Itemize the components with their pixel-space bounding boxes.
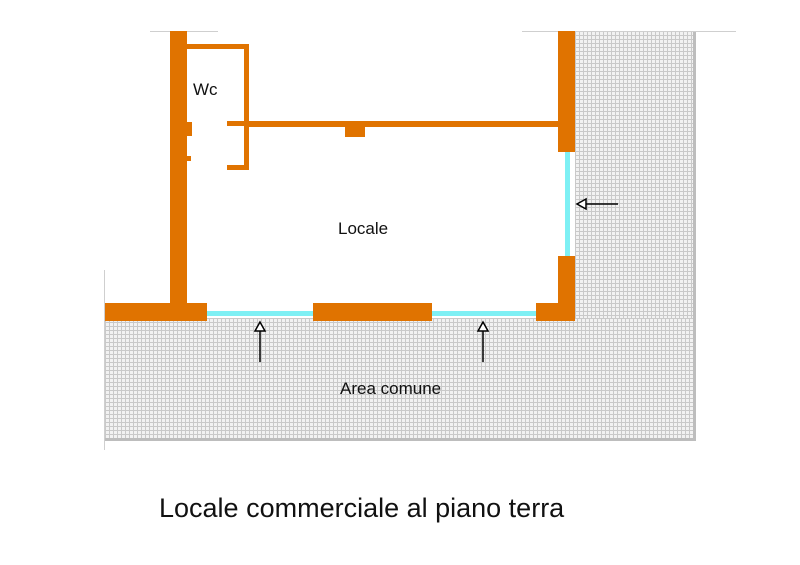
west-wall-notch-1 (187, 122, 192, 136)
west-wall-notch-2 (187, 156, 191, 161)
room-label-common-area: Area comune (340, 379, 442, 398)
plan-title: Locale commerciale al piano terra (159, 493, 565, 523)
south-glazing-left (207, 311, 313, 316)
wc-right-wall (244, 44, 249, 170)
room-label-locale: Locale (338, 219, 389, 238)
interior-partition (244, 121, 562, 127)
west-wall (170, 31, 187, 321)
room-label-wc: Wc (193, 80, 218, 99)
wc-door-jamb-bottom (227, 165, 249, 170)
south-glazing-right (432, 311, 536, 316)
east-wall-upper (558, 31, 575, 152)
common-area-shadow-bottom (105, 438, 696, 441)
entrance-arrow-east-icon (575, 197, 618, 211)
south-wall-right (536, 303, 575, 321)
partition-pillar (345, 121, 365, 137)
wc-door-jamb-top (227, 121, 247, 126)
boundary-line-top-right (522, 31, 736, 32)
entrance-arrow-south-right-icon (476, 320, 490, 362)
east-glazing (565, 152, 570, 256)
wc-top-wall (187, 44, 249, 49)
common-area-shadow-right (693, 31, 696, 441)
south-wall-left (105, 303, 207, 321)
south-wall-middle (313, 303, 432, 321)
entrance-arrow-south-left-icon (253, 320, 267, 362)
common-area-south-hatch (105, 318, 693, 438)
boundary-line-left (104, 270, 105, 450)
